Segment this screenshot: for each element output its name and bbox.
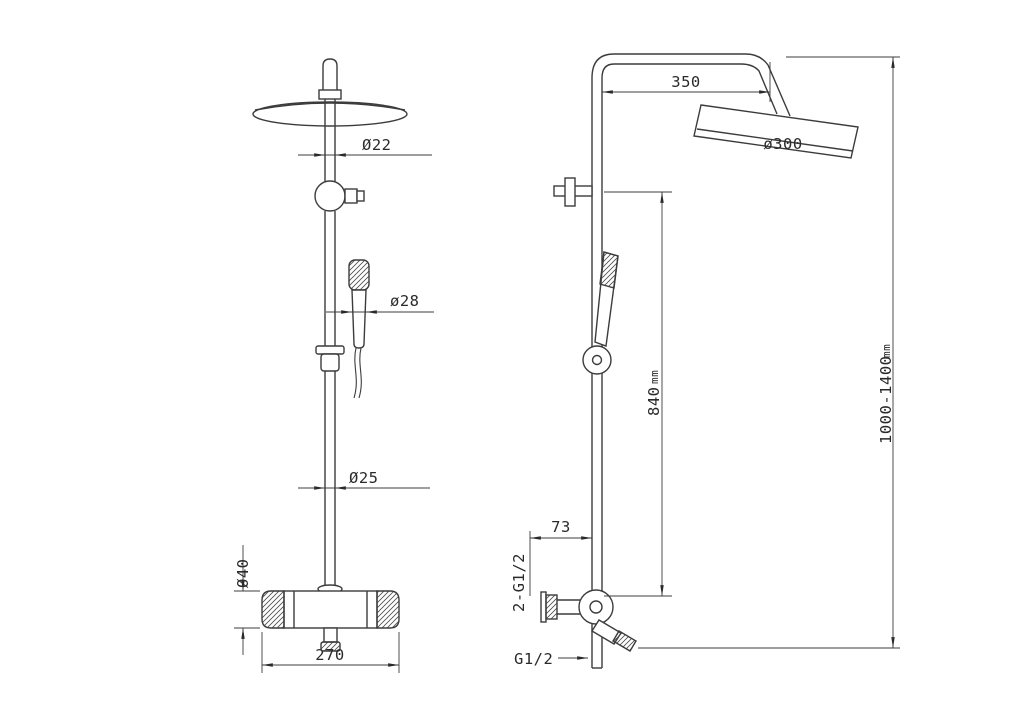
outlet-thread-label: G1/2: [514, 650, 553, 668]
inlet-thread-label: 2-G1/2: [510, 553, 528, 612]
dim-valve-body-label: Ø40: [234, 559, 252, 589]
right-view: 350 ø300 840 mm 1000-1400 mm 73 2-G1/2 G…: [510, 53, 900, 669]
dim-arm-length-label: 350: [671, 73, 701, 91]
riser-pipe: [591, 53, 791, 669]
wall-bracket: [553, 177, 593, 207]
mixer-spout: [323, 627, 338, 643]
valve-side: [540, 589, 637, 652]
dim-head-diameter-label: ø300: [763, 135, 802, 153]
dim-overall-height-label: 1000-1400: [877, 356, 895, 445]
dim-rail-diameter-label: Ø25: [349, 469, 379, 487]
dim-head-stem-label: Ø22: [362, 136, 392, 154]
hand-shower-side: [594, 251, 619, 347]
slider-ring: [582, 345, 612, 375]
dim-rail-height-unit-label: mm: [648, 370, 661, 384]
hand-shower-head: [348, 259, 370, 291]
dim-rail-height-lines: [604, 191, 672, 597]
hand-shower-handle: [351, 289, 367, 349]
mixer-valve: [261, 584, 400, 652]
dim-rail-height-label: 840: [645, 387, 663, 417]
inlet-flange: [545, 594, 558, 620]
dim-overall-height-lines: [638, 56, 900, 649]
valve-spout-cap: [612, 630, 637, 652]
dim-valve-width-label: 270: [315, 646, 345, 664]
rail-slider: [315, 345, 345, 372]
mixer-right-handle: [376, 590, 400, 629]
mixer-left-handle: [261, 590, 285, 629]
mixer-spout-cap: [320, 641, 341, 652]
shower-head-side: [693, 104, 859, 159]
shower-head-disc: [252, 101, 408, 127]
valve-spout: [591, 619, 622, 645]
left-view: Ø22 ø28 Ø25 Ø40 270: [234, 58, 434, 673]
dim-wall-offset-lines: [529, 531, 592, 596]
dim-wall-offset-label: 73: [551, 518, 571, 536]
wall-plate: [540, 591, 547, 623]
shower-rail: [324, 211, 336, 589]
pivot-joint: [314, 180, 365, 212]
dim-valve-body-lines: [234, 545, 260, 655]
top-pivot: [318, 58, 342, 100]
dim-hand-shower-label: ø28: [390, 292, 420, 310]
hand-shower: [348, 259, 370, 399]
dim-overall-height-unit-label: mm: [880, 344, 893, 358]
dim-valve-width-lines: [261, 632, 400, 673]
dim-arm-length-lines: [602, 62, 771, 102]
